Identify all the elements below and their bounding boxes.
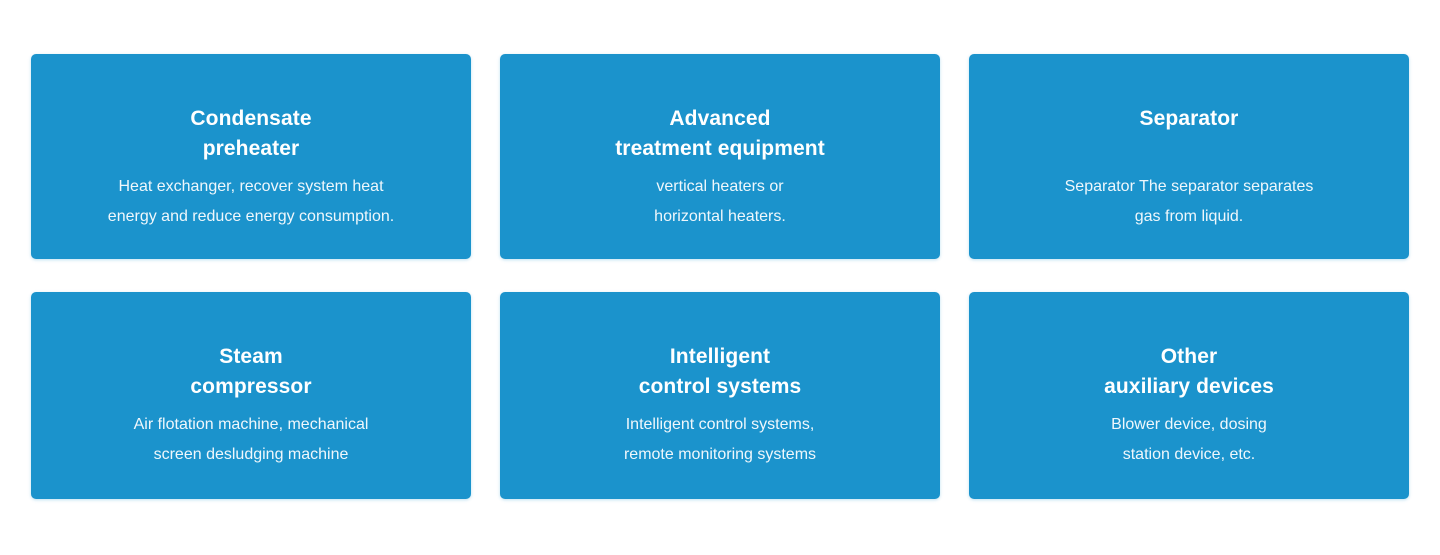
card-description-line: gas from liquid. — [1134, 208, 1244, 225]
card-title: Other auxiliary devices — [969, 342, 1409, 402]
card-title-line: Other — [1160, 345, 1218, 368]
card-description-line: Heat exchanger, recover system heat — [118, 178, 384, 195]
card-title: Intelligent control systems — [500, 342, 940, 402]
card-description-line: vertical heaters or — [656, 178, 784, 195]
card-title-line: Advanced — [669, 107, 771, 130]
card-description: vertical heaters or horizontal heaters. — [500, 172, 940, 232]
card-title-line: Separator — [1139, 107, 1239, 130]
card-description: Separator The separator separates gas fr… — [969, 172, 1409, 232]
card-description-line: Separator The separator separates — [1064, 178, 1314, 195]
card-intelligent-control-systems[interactable]: Intelligent control systems Intelligent … — [500, 292, 940, 499]
card-description-line: screen desludging machine — [153, 446, 349, 463]
card-title-line: auxiliary devices — [1104, 375, 1274, 398]
card-description-line: Intelligent control systems, — [625, 416, 815, 433]
card-description-line: station device, etc. — [1122, 446, 1256, 463]
card-description-line: energy and reduce energy consumption. — [107, 208, 395, 225]
card-title-line — [983, 134, 1395, 164]
card-separator[interactable]: Separator Separator The separator separa… — [969, 54, 1409, 259]
equipment-card-grid: Condensate preheater Heat exchanger, rec… — [31, 54, 1409, 499]
card-advanced-treatment-equipment[interactable]: Advanced treatment equipment vertical he… — [500, 54, 940, 259]
card-title: Steam compressor — [31, 342, 471, 402]
card-condensate-preheater[interactable]: Condensate preheater Heat exchanger, rec… — [31, 54, 471, 259]
card-other-auxiliary-devices[interactable]: Other auxiliary devices Blower device, d… — [969, 292, 1409, 499]
card-title-line: Condensate — [190, 107, 312, 130]
card-title-line: Intelligent — [669, 345, 771, 368]
card-title-line: preheater — [202, 137, 300, 160]
card-steam-compressor[interactable]: Steam compressor Air flotation machine, … — [31, 292, 471, 499]
card-title: Advanced treatment equipment — [500, 104, 940, 164]
card-title-line: Steam — [219, 345, 283, 368]
card-description-line: Air flotation machine, mechanical — [133, 416, 369, 433]
card-description: Air flotation machine, mechanical screen… — [31, 410, 471, 470]
card-title: Separator — [969, 104, 1409, 164]
card-description-line: Blower device, dosing — [1111, 416, 1267, 433]
card-description: Heat exchanger, recover system heat ener… — [31, 172, 471, 232]
card-title-line: control systems — [638, 375, 802, 398]
card-title-line: compressor — [190, 375, 312, 398]
card-title: Condensate preheater — [31, 104, 471, 164]
card-description-line: horizontal heaters. — [654, 208, 786, 225]
card-description: Intelligent control systems, remote moni… — [500, 410, 940, 470]
card-description-line: remote monitoring systems — [623, 446, 817, 463]
card-description: Blower device, dosing station device, et… — [969, 410, 1409, 470]
card-title-line: treatment equipment — [615, 137, 825, 160]
